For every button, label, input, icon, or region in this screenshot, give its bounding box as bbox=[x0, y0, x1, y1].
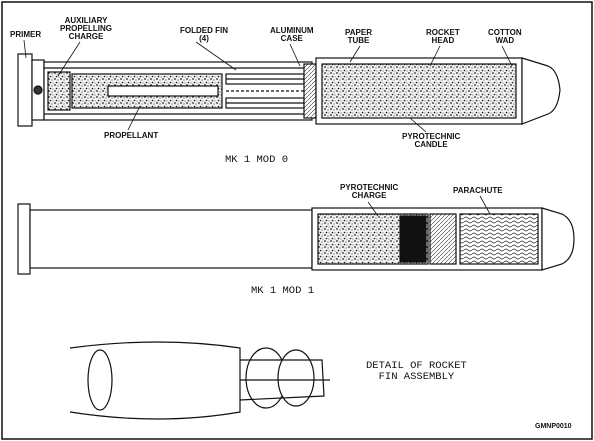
mod1-rocket bbox=[17, 203, 575, 275]
caption-mod1: MK 1 MOD 1 bbox=[251, 285, 315, 297]
label-pyrotechnic-charge: PYROTECHNIC CHARGE bbox=[340, 183, 399, 200]
label-primer: PRIMER bbox=[10, 30, 42, 39]
label-pyrotechnic-candle: PYROTECHNIC CANDLE bbox=[402, 132, 461, 149]
figure-code: GMNP0010 bbox=[535, 423, 572, 430]
label-rocket-head: ROCKET HEAD bbox=[426, 28, 460, 45]
mod0-rocket bbox=[17, 53, 561, 127]
label-parachute: PARACHUTE bbox=[453, 186, 503, 195]
label-auxiliary-propelling-charge: AUXILIARY PROPELLING CHARGE bbox=[60, 16, 113, 41]
fin-detail-drawing bbox=[69, 341, 330, 420]
label-cotton-wad: COTTON WAD bbox=[488, 28, 522, 45]
caption-mod0: MK 1 MOD 0 bbox=[225, 154, 289, 166]
label-paper-tube: PAPER TUBE bbox=[345, 28, 372, 45]
label-folded-fin: FOLDED FIN (4) bbox=[180, 26, 228, 43]
caption-fin-detail: DETAIL OF ROCKET FIN ASSEMBLY bbox=[366, 360, 467, 383]
label-aluminum-case: ALUMINUM CASE bbox=[270, 26, 314, 43]
label-propellant: PROPELLANT bbox=[104, 131, 159, 140]
